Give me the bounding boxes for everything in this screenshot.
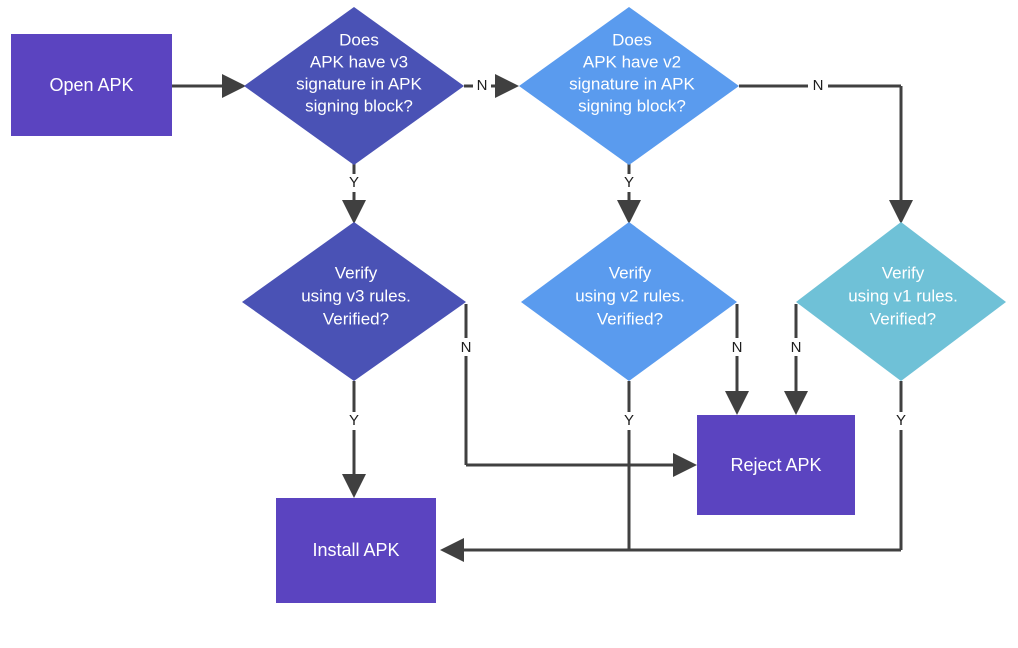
edge-label-verify-v1-no: N [791, 339, 802, 356]
edge-verify-v2-yes-to-install: Y [440, 381, 634, 562]
reject-apk-shape[interactable] [697, 415, 855, 515]
verify-v1-shape[interactable] [796, 222, 1006, 381]
edge-label-q-v3-yes: Y [349, 174, 359, 191]
edge-verify-v1-yes-to-install: Y [629, 381, 906, 552]
node-open-apk[interactable]: Open APK [11, 34, 172, 136]
edge-q-v2-no-to-verify-v1: N [739, 77, 913, 224]
verify-v2-shape[interactable] [521, 222, 737, 381]
question-v3-shape[interactable] [244, 7, 464, 165]
node-question-v2[interactable]: Does APK have v2 signature in APK signin… [519, 7, 739, 165]
edge-label-q-v3-no: N [477, 77, 488, 94]
edge-label-verify-v1-yes: Y [896, 412, 906, 429]
edge-label-verify-v3-yes: Y [349, 412, 359, 429]
node-verify-v2[interactable]: Verify using v2 rules. Verified? [521, 222, 737, 381]
edge-label-q-v2-no: N [813, 77, 824, 94]
edge-open-to-q-v3 [172, 74, 246, 98]
edge-q-v2-yes-to-verify-v2: Y [617, 163, 641, 224]
node-install-apk[interactable]: Install APK [276, 498, 436, 603]
edge-label-verify-v2-no: N [732, 339, 743, 356]
edge-q-v3-yes-to-verify-v3: Y [342, 163, 366, 224]
edge-verify-v3-no-to-reject: N [461, 304, 697, 477]
verify-v3-shape[interactable] [242, 222, 466, 381]
edge-verify-v2-no-to-reject: N [725, 304, 749, 415]
edge-label-q-v2-yes: Y [624, 174, 634, 191]
edge-q-v3-no-to-q-v2: N [464, 74, 519, 98]
node-question-v3[interactable]: Does APK have v3 signature in APK signin… [244, 7, 464, 165]
install-apk-shape[interactable] [276, 498, 436, 603]
open-apk-shape[interactable] [11, 34, 172, 136]
question-v2-shape[interactable] [519, 7, 739, 165]
edge-label-verify-v3-no: N [461, 339, 472, 356]
node-verify-v1[interactable]: Verify using v1 rules. Verified? [796, 222, 1006, 381]
node-verify-v3[interactable]: Verify using v3 rules. Verified? [242, 222, 466, 381]
edge-verify-v1-no-to-reject: N [784, 304, 808, 415]
edge-label-verify-v2-yes: Y [624, 412, 634, 429]
edge-verify-v3-yes-to-install: Y [342, 381, 366, 498]
node-reject-apk[interactable]: Reject APK [697, 415, 855, 515]
